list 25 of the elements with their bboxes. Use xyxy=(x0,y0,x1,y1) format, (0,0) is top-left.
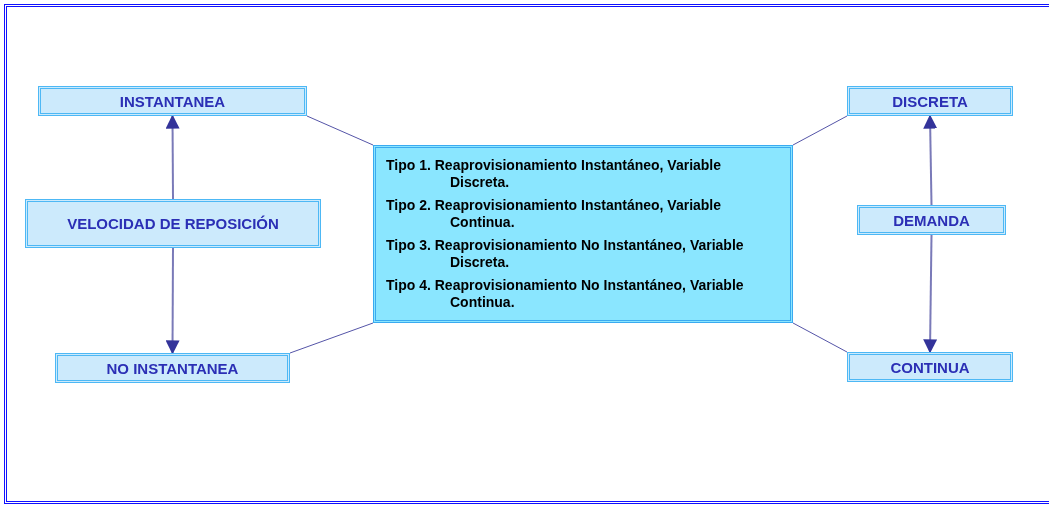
connector-line xyxy=(306,115,374,146)
concept-label: CONTINUA xyxy=(889,357,971,377)
connector-line xyxy=(792,115,848,146)
arrow xyxy=(923,114,938,206)
concept-label: DISCRETA xyxy=(891,91,969,111)
concept-box xyxy=(38,86,307,116)
connector-line xyxy=(792,322,848,353)
arrow xyxy=(165,247,180,355)
concept-label: INSTANTANEA xyxy=(118,91,227,111)
info-box xyxy=(373,145,793,323)
type-description: Tipo 1. Reaprovisionamiento Instantáneo, Variable Discreta. xyxy=(386,157,723,191)
arrow xyxy=(165,114,180,200)
type-description: Tipo 2. Reaprovisionamiento Instantáneo, Variable Continua. xyxy=(386,197,723,231)
type-description: Tipo 4. Reaprovisionamiento No Instantáneo, Variable Continua. xyxy=(386,277,745,311)
concept-label: VELOCIDAD DE REPOSICIÓN xyxy=(66,214,280,233)
concept-box xyxy=(25,199,321,248)
concept-box xyxy=(847,86,1013,116)
concept-label: DEMANDA xyxy=(892,210,971,230)
arrow xyxy=(923,234,938,354)
type-description: Tipo 3. Reaprovisionamiento No Instantáneo, Variable Discreta. xyxy=(386,237,745,271)
concept-label: NO INSTANTANEA xyxy=(105,358,240,378)
concept-box xyxy=(857,205,1006,235)
concept-box xyxy=(847,352,1013,382)
concept-box xyxy=(55,353,290,383)
connector-line xyxy=(289,322,374,354)
